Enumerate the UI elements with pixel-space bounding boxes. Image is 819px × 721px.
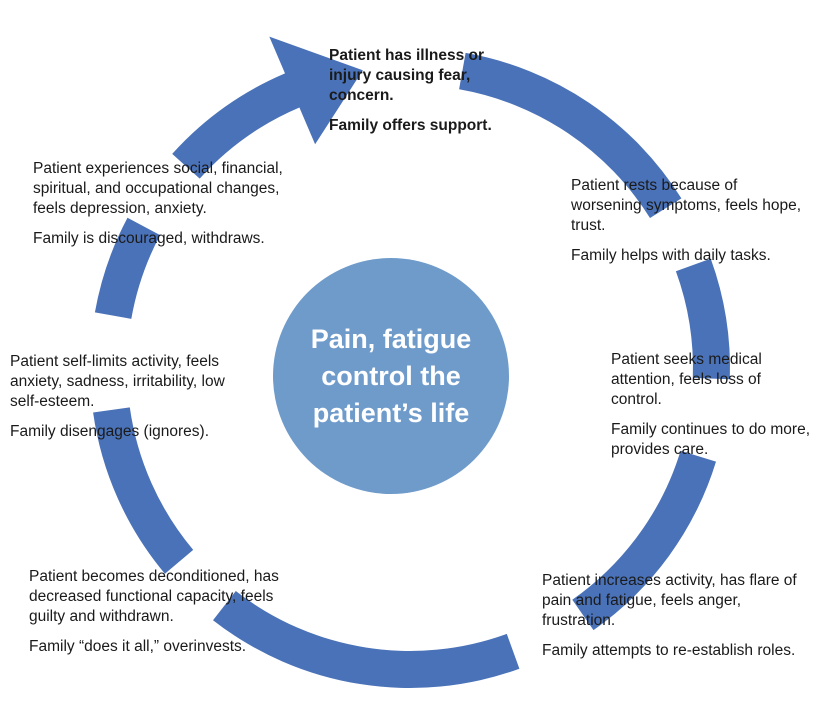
center-title: Pain, fatigue control the patient’s life <box>291 321 491 432</box>
cycle-segment-6 <box>94 217 161 319</box>
step-family-text: Family continues to do more, provides ca… <box>611 421 811 458</box>
step-patient-text: Patient has illness or injury causing fe… <box>329 47 485 104</box>
step-family-text: Family disengages (ignores). <box>10 423 210 440</box>
step-patient-text: Patient experiences social, financial, s… <box>33 160 283 217</box>
center-title-line-3: patient’s life <box>312 397 470 428</box>
cycle-segment-2 <box>675 258 730 380</box>
step-patient-text: Patient rests because of worsening sympt… <box>571 177 802 234</box>
step-patient-text: Patient becomes deconditioned, has decre… <box>29 568 279 625</box>
cycle-segment-4 <box>213 591 520 688</box>
center-circle: Pain, fatigue control the patient’s life <box>273 258 509 494</box>
cycle-segment-3 <box>572 450 716 631</box>
step-increases-activity: Patient increases activity, has flare of… <box>542 571 807 661</box>
step-family-text: Family “does it all,” overinvests. <box>29 638 247 655</box>
step-rests: Patient rests because of worsening sympt… <box>571 176 811 266</box>
step-seeks-medical-attention: Patient seeks medical attention, feels l… <box>611 350 816 460</box>
center-title-line-1: Pain, fatigue <box>310 323 472 354</box>
cycle-segment-5 <box>93 407 194 574</box>
step-family-text: Family is discouraged, withdraws. <box>33 230 265 247</box>
step-self-limits-activity: Patient self-limits activity, feels anxi… <box>10 352 235 442</box>
step-patient-text: Patient increases activity, has flare of… <box>542 572 797 629</box>
step-family-text: Family attempts to re-establish roles. <box>542 642 796 659</box>
step-family-text: Family helps with daily tasks. <box>571 247 771 264</box>
step-family-text: Family offers support. <box>329 117 492 134</box>
cycle-segment-1 <box>459 52 682 219</box>
step-deconditioned: Patient becomes deconditioned, has decre… <box>29 567 279 657</box>
step-patient-text: Patient self-limits activity, feels anxi… <box>10 353 225 410</box>
step-illness-or-injury: Patient has illness or injury causing fe… <box>329 46 504 136</box>
step-patient-text: Patient seeks medical attention, feels l… <box>611 351 762 408</box>
cycle-segment-7-arrow <box>172 36 363 179</box>
step-life-changes: Patient experiences social, financial, s… <box>33 159 283 249</box>
center-title-line-2: control the <box>321 360 461 391</box>
